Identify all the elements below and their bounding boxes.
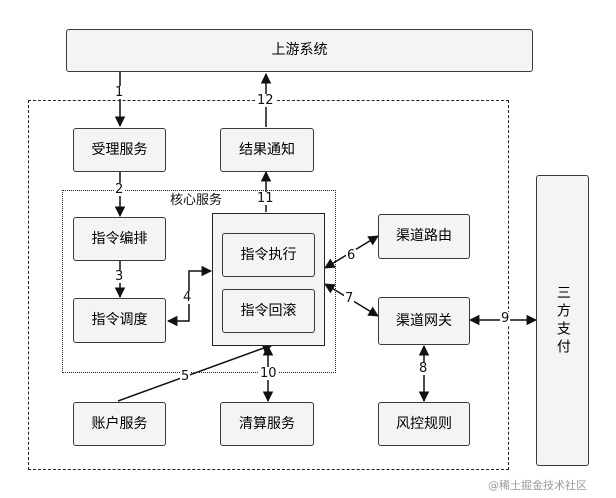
node-third-party-payment: 三方支付 [536, 175, 589, 466]
node-clearing-service: 清算服务 [220, 402, 314, 446]
node-instruction-schedule: 指令调度 [73, 298, 166, 343]
edge-label-8: 8 [418, 361, 429, 376]
edge-label-12: 12 [256, 93, 275, 108]
watermark: @稀土掘金技术社区 [488, 479, 587, 492]
node-risk-rules: 风控规则 [378, 402, 470, 446]
node-upstream-system: 上游系统 [66, 29, 533, 72]
edge-5 [117, 343, 273, 402]
node-channel-gateway: 渠道网关 [378, 297, 470, 345]
edge-label-10: 10 [259, 366, 278, 381]
node-channel-route: 渠道路由 [378, 214, 470, 259]
node-account-service: 账户服务 [73, 402, 166, 446]
edge-label-4: 4 [182, 290, 193, 305]
node-instruction-execute: 指令执行 [222, 233, 315, 277]
edge-label-7: 7 [344, 291, 355, 306]
edge-label-2: 2 [114, 182, 125, 197]
edge-label-9: 9 [500, 311, 511, 326]
edge-label-11: 11 [256, 191, 275, 206]
edge-label-6: 6 [346, 248, 357, 263]
node-instruction-rollback: 指令回滚 [222, 289, 315, 333]
edge-label-5: 5 [180, 369, 191, 384]
edge-label-3: 3 [114, 269, 125, 284]
core-service-region [62, 190, 336, 373]
edge-label-1: 1 [114, 85, 125, 100]
node-instruction-orchestrate: 指令编排 [73, 217, 166, 261]
node-accept-service: 受理服务 [73, 128, 166, 172]
node-result-notify: 结果通知 [220, 128, 314, 172]
core-service-title: 核心服务 [170, 193, 223, 208]
node-third-party-label: 三方支付 [554, 284, 571, 357]
